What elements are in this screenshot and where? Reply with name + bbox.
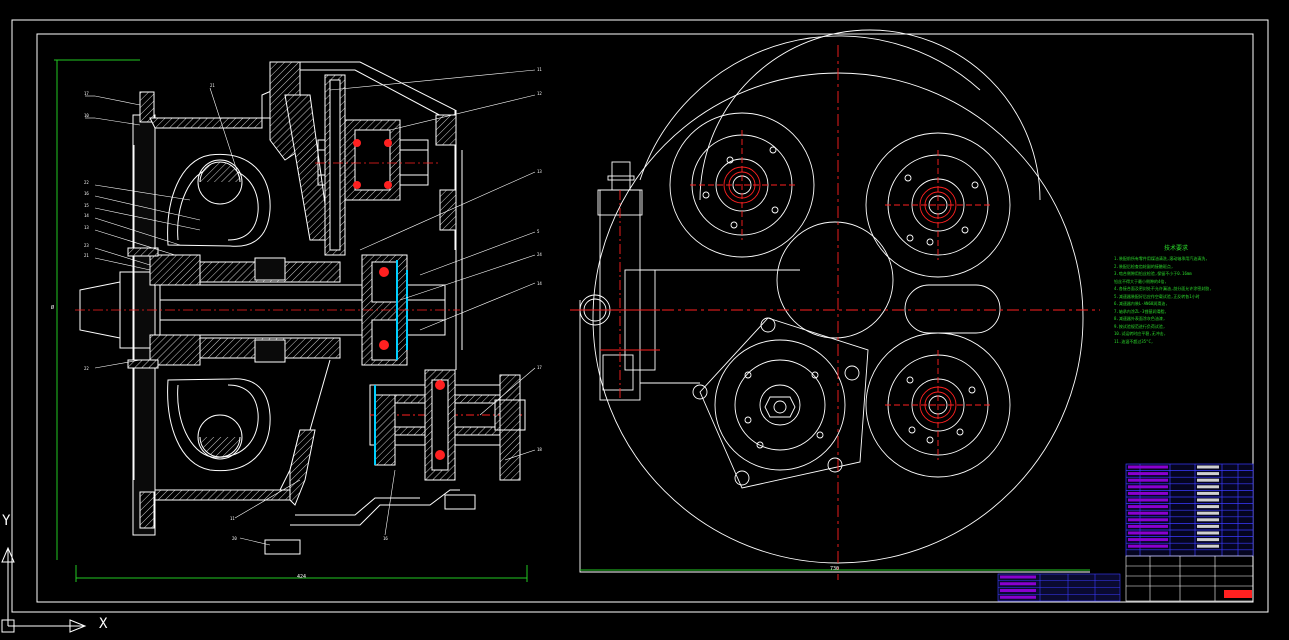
svg-text:21: 21 [210,83,215,88]
ucs-icon [1,546,87,633]
end-view[interactable] [570,29,1100,580]
svg-text:15: 15 [84,203,89,208]
outer-frame [11,19,1269,613]
parts-row-text-mark [1128,478,1168,482]
svg-text:17: 17 [84,91,89,96]
note-line: 10.试运转时应平稳,无冲击, [1114,331,1167,336]
parts-row-text-mark [1128,498,1168,502]
parts-row-text-mark [1197,465,1219,469]
parts-row-text-mark [1197,518,1219,522]
rev-row-text-mark [1000,589,1036,592]
svg-text:11: 11 [230,516,235,521]
parts-row-text-mark [1128,544,1168,548]
note-line: 1.装配前所有零件用煤油清洗,滚动轴承用汽油清洗, [1114,256,1208,261]
svg-text:16: 16 [84,191,89,196]
parts-row-text-mark [1128,524,1168,528]
svg-text:10: 10 [84,113,89,118]
parts-row-text-mark [1197,491,1219,495]
parts-row-text-mark [1197,498,1219,502]
ucs-y-label: Y [2,513,11,529]
revision-table[interactable] [997,573,1121,602]
svg-text:17: 17 [537,365,542,370]
left-height-dim: Ø [51,305,55,311]
svg-text:18: 18 [537,447,542,452]
parts-row-text-mark [1197,524,1219,528]
parts-row-text-mark [1197,478,1219,482]
svg-text:5: 5 [537,229,540,234]
rev-row-text-mark [1000,575,1036,579]
svg-text:12: 12 [537,91,542,96]
svg-text:23: 23 [84,243,89,248]
note-line: 8.减速器外表面涂灰色油漆, [1114,316,1166,321]
title-block[interactable] [1125,555,1254,602]
note-line: 9.按试验规范进行负荷试验, [1114,323,1166,329]
parts-row-text-mark [1128,538,1168,542]
parts-row-text-mark [1128,491,1168,495]
svg-text:22: 22 [84,366,89,371]
left-overall-dim: 424 [297,574,307,580]
parts-row-text-mark [1197,538,1219,542]
parts-row-text-mark [1128,485,1168,489]
svg-text:13: 13 [84,225,89,230]
section-view[interactable]: 17 10 22 16 15 14 13 23 21 22 21 11 12 13 5 24 14 1… [54,59,542,582]
parts-row-text-mark [1128,505,1168,509]
note-line: 6.减速器内装L-AN68润滑油, [1114,301,1168,306]
svg-text:14: 14 [537,281,542,286]
parts-row-text-mark [1197,472,1219,476]
note-line: 4.各接合面及密封处不允许漏油,剖分面允许涂密封胶, [1114,286,1212,291]
note-line: 7.轴承内涂ZL-3锂基润滑脂, [1114,308,1167,314]
svg-text:11: 11 [537,67,542,72]
parts-row-text-mark [1128,465,1168,469]
note-line: 11.油温不超过35°C, [1114,338,1154,344]
parts-row-text-mark [1197,531,1219,535]
parts-row-text-mark [1197,505,1219,509]
inner-frame [36,33,1254,603]
svg-text:20: 20 [232,536,237,541]
svg-text:22: 22 [84,180,89,185]
parts-row-text-mark [1128,511,1168,515]
parts-list-table[interactable] [1125,463,1254,557]
notes-title: 技术要求 [1164,245,1189,252]
note-line: 5.减速器装配好后应作空载试验,正反转各1小时 [1114,293,1200,299]
ucs-x-label: X [99,616,108,632]
svg-text:24: 24 [537,252,542,257]
rev-row-text-mark [1000,595,1036,599]
rev-row-text-mark [1000,582,1036,586]
parts-row-text-mark [1197,485,1219,489]
note-line: 3.啮合侧隙用铅丝检验,保留不小于0.16mm [1114,271,1192,276]
parts-row-text-mark [1197,511,1219,515]
right-overall-dim: 730 [830,566,840,572]
svg-text:14: 14 [84,213,89,218]
note-line: 铅丝不得大于最小侧隙的4倍, [1114,278,1167,284]
parts-row-text-mark [1128,531,1168,535]
svg-text:16: 16 [383,536,388,541]
parts-row-text-mark [1128,518,1168,522]
parts-row-text-mark [1128,472,1168,476]
parts-row-text-mark [1197,544,1219,548]
note-line: 2.装配后检查齿轮副的接触斑点, [1114,263,1174,269]
svg-text:13: 13 [537,169,542,174]
svg-text:21: 21 [84,253,89,258]
